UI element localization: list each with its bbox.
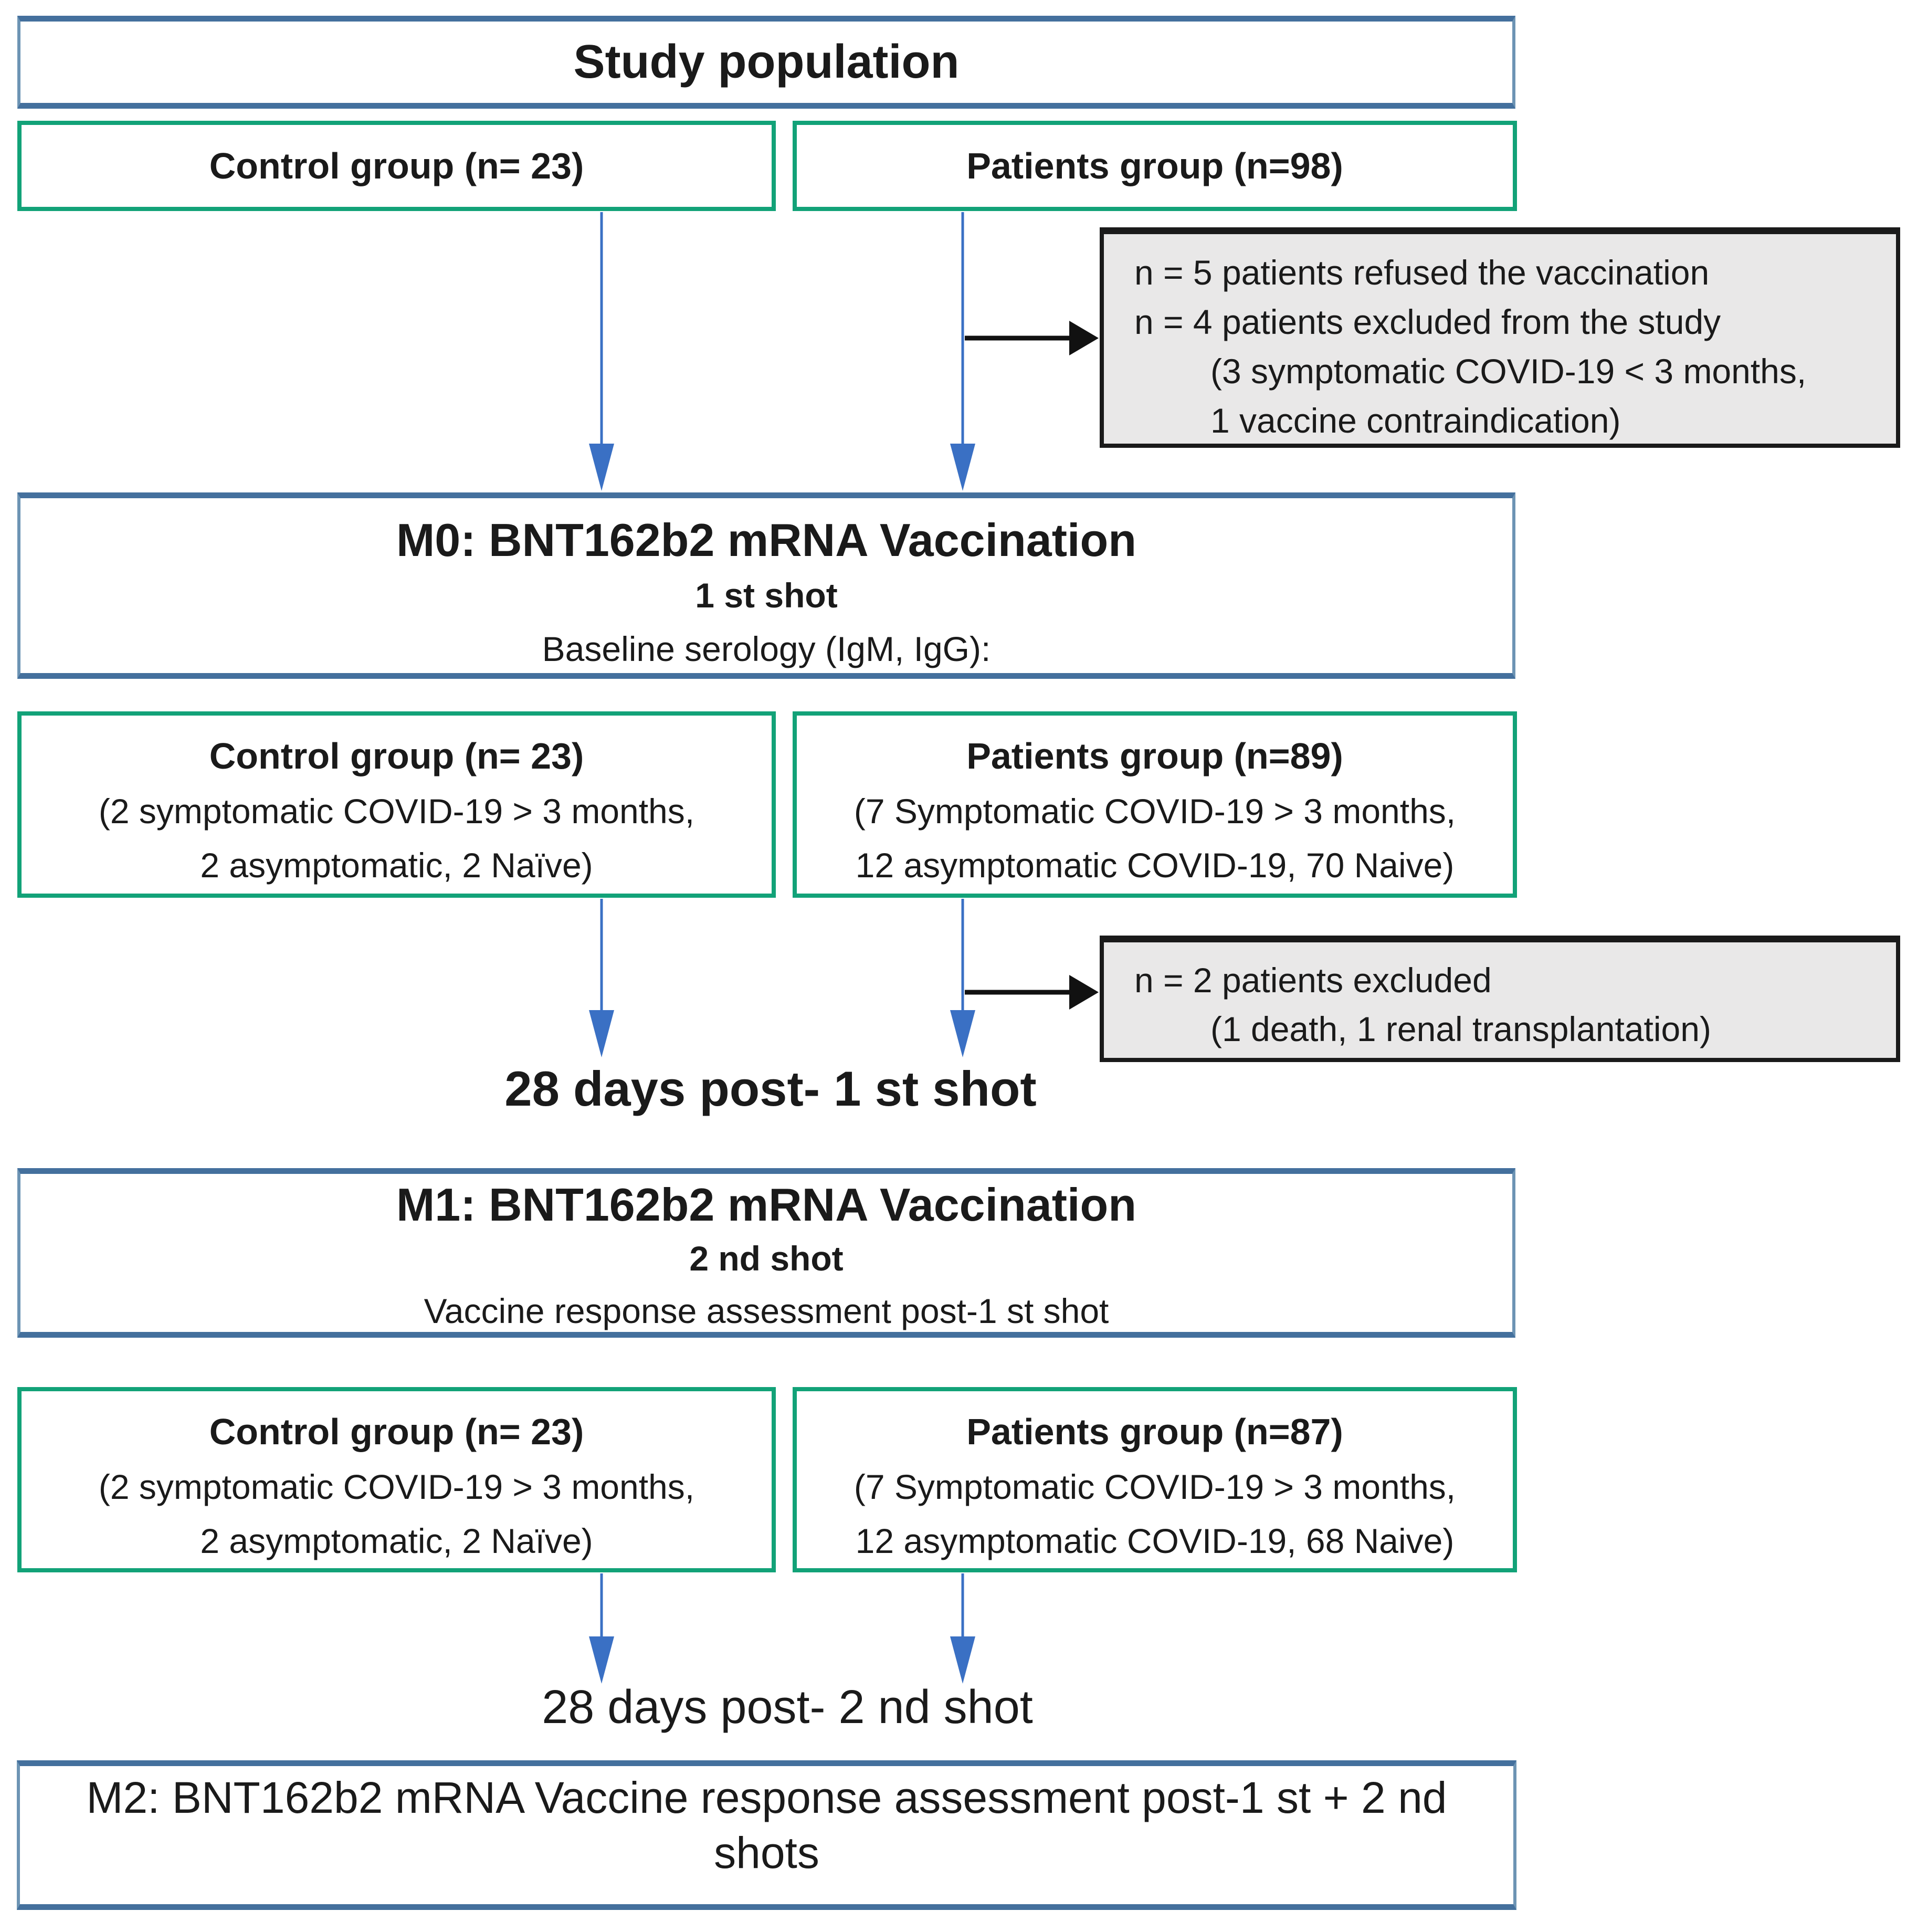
- exclusion1-line1: n = 5 patients refused the vaccination: [1134, 253, 1710, 292]
- m1-title: M1: BNT162b2 mRNA Vaccination: [396, 1179, 1136, 1231]
- patients-group-box-row3: Patients group (n=87) (7 Symptomatic COV…: [793, 1387, 1517, 1572]
- control-group-box-row3: Control group (n= 23) (2 symptomatic COV…: [17, 1387, 776, 1572]
- patients-group-row1-label: Patients group (n=98): [966, 145, 1343, 186]
- patients-group-row2-line3: 12 asymptomatic COVID-19, 70 Naive): [855, 846, 1455, 885]
- patients-group-row2-line2: (7 Symptomatic COVID-19 > 3 months,: [854, 792, 1456, 831]
- exclusion-arrow-1: [965, 321, 1099, 355]
- exclusion2-line1: n = 2 patients excluded: [1134, 961, 1492, 1000]
- flow-arrow-control-to-post2: [588, 1573, 615, 1684]
- m1-detail: Vaccine response assessment post-1 st sh…: [424, 1292, 1109, 1330]
- control-group-row3-line3: 2 asymptomatic, 2 Naïve): [200, 1521, 593, 1560]
- control-group-row2-line2: (2 symptomatic COVID-19 > 3 months,: [98, 792, 695, 831]
- m2-line2: shots: [714, 1828, 819, 1877]
- study-population-box: Study population: [17, 16, 1515, 109]
- patients-group-box-row2: Patients group (n=89) (7 Symptomatic COV…: [793, 711, 1517, 898]
- control-group-row3-title: Control group (n= 23): [209, 1411, 584, 1452]
- m1-subtitle: 2 nd shot: [689, 1239, 844, 1278]
- m0-title: M0: BNT162b2 mRNA Vaccination: [396, 514, 1136, 566]
- m2-assessment-box: M2: BNT162b2 mRNA Vaccine response asses…: [17, 1760, 1516, 1910]
- control-group-row3-line2: (2 symptomatic COVID-19 > 3 months,: [98, 1467, 695, 1506]
- post-shot2-label: 28 days post- 2 nd shot: [542, 1681, 1033, 1734]
- control-group-row2-line3: 2 asymptomatic, 2 Naïve): [200, 846, 593, 885]
- exclusion-arrow-2: [965, 975, 1099, 1010]
- flow-arrow-control-to-m0: [588, 212, 615, 491]
- exclusion2-line2: (1 death, 1 renal transplantation): [1210, 1010, 1711, 1048]
- m2-line1: M2: BNT162b2 mRNA Vaccine response asses…: [86, 1773, 1447, 1822]
- exclusion1-line2: n = 4 patients excluded from the study: [1134, 302, 1721, 341]
- patients-group-row2-title: Patients group (n=89): [966, 736, 1343, 776]
- post-shot1-label: 28 days post- 1 st shot: [504, 1061, 1037, 1116]
- exclusion-box-1: n = 5 patients refused the vaccination n…: [1100, 227, 1900, 448]
- flow-arrow-patients-to-post2: [950, 1573, 976, 1684]
- m0-detail: Baseline serology (IgM, IgG):: [542, 629, 991, 668]
- m0-subtitle: 1 st shot: [695, 576, 838, 615]
- flow-arrow-control-to-post1: [588, 899, 615, 1057]
- exclusion1-line3: (3 symptomatic COVID-19 < 3 months,: [1210, 352, 1807, 391]
- patients-group-row3-line3: 12 asymptomatic COVID-19, 68 Naive): [855, 1521, 1455, 1560]
- control-group-box-row1: Control group (n= 23): [17, 121, 776, 211]
- control-group-row2-title: Control group (n= 23): [209, 736, 584, 776]
- control-group-row1-label: Control group (n= 23): [209, 145, 584, 186]
- patients-group-box-row1: Patients group (n=98): [793, 121, 1517, 211]
- control-group-box-row2: Control group (n= 23) (2 symptomatic COV…: [17, 711, 776, 898]
- m0-vaccination-box: M0: BNT162b2 mRNA Vaccination 1 st shot …: [17, 492, 1515, 679]
- exclusion-box-2: n = 2 patients excluded (1 death, 1 rena…: [1100, 936, 1900, 1062]
- study-population-title: Study population: [573, 36, 960, 88]
- patients-group-row3-title: Patients group (n=87): [966, 1411, 1343, 1452]
- exclusion1-line4: 1 vaccine contraindication): [1210, 401, 1621, 440]
- m1-vaccination-box: M1: BNT162b2 mRNA Vaccination 2 nd shot …: [17, 1168, 1515, 1338]
- patients-group-row3-line2: (7 Symptomatic COVID-19 > 3 months,: [854, 1467, 1456, 1506]
